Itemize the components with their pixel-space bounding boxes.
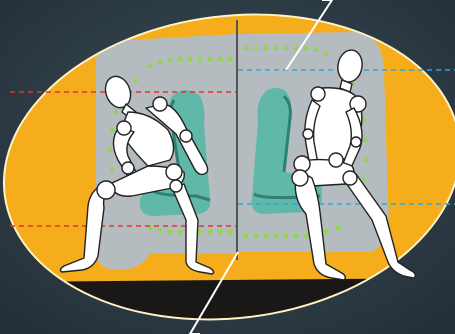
seat-comparison-illustration — [0, 0, 455, 334]
illustration-canvas — [0, 0, 455, 334]
